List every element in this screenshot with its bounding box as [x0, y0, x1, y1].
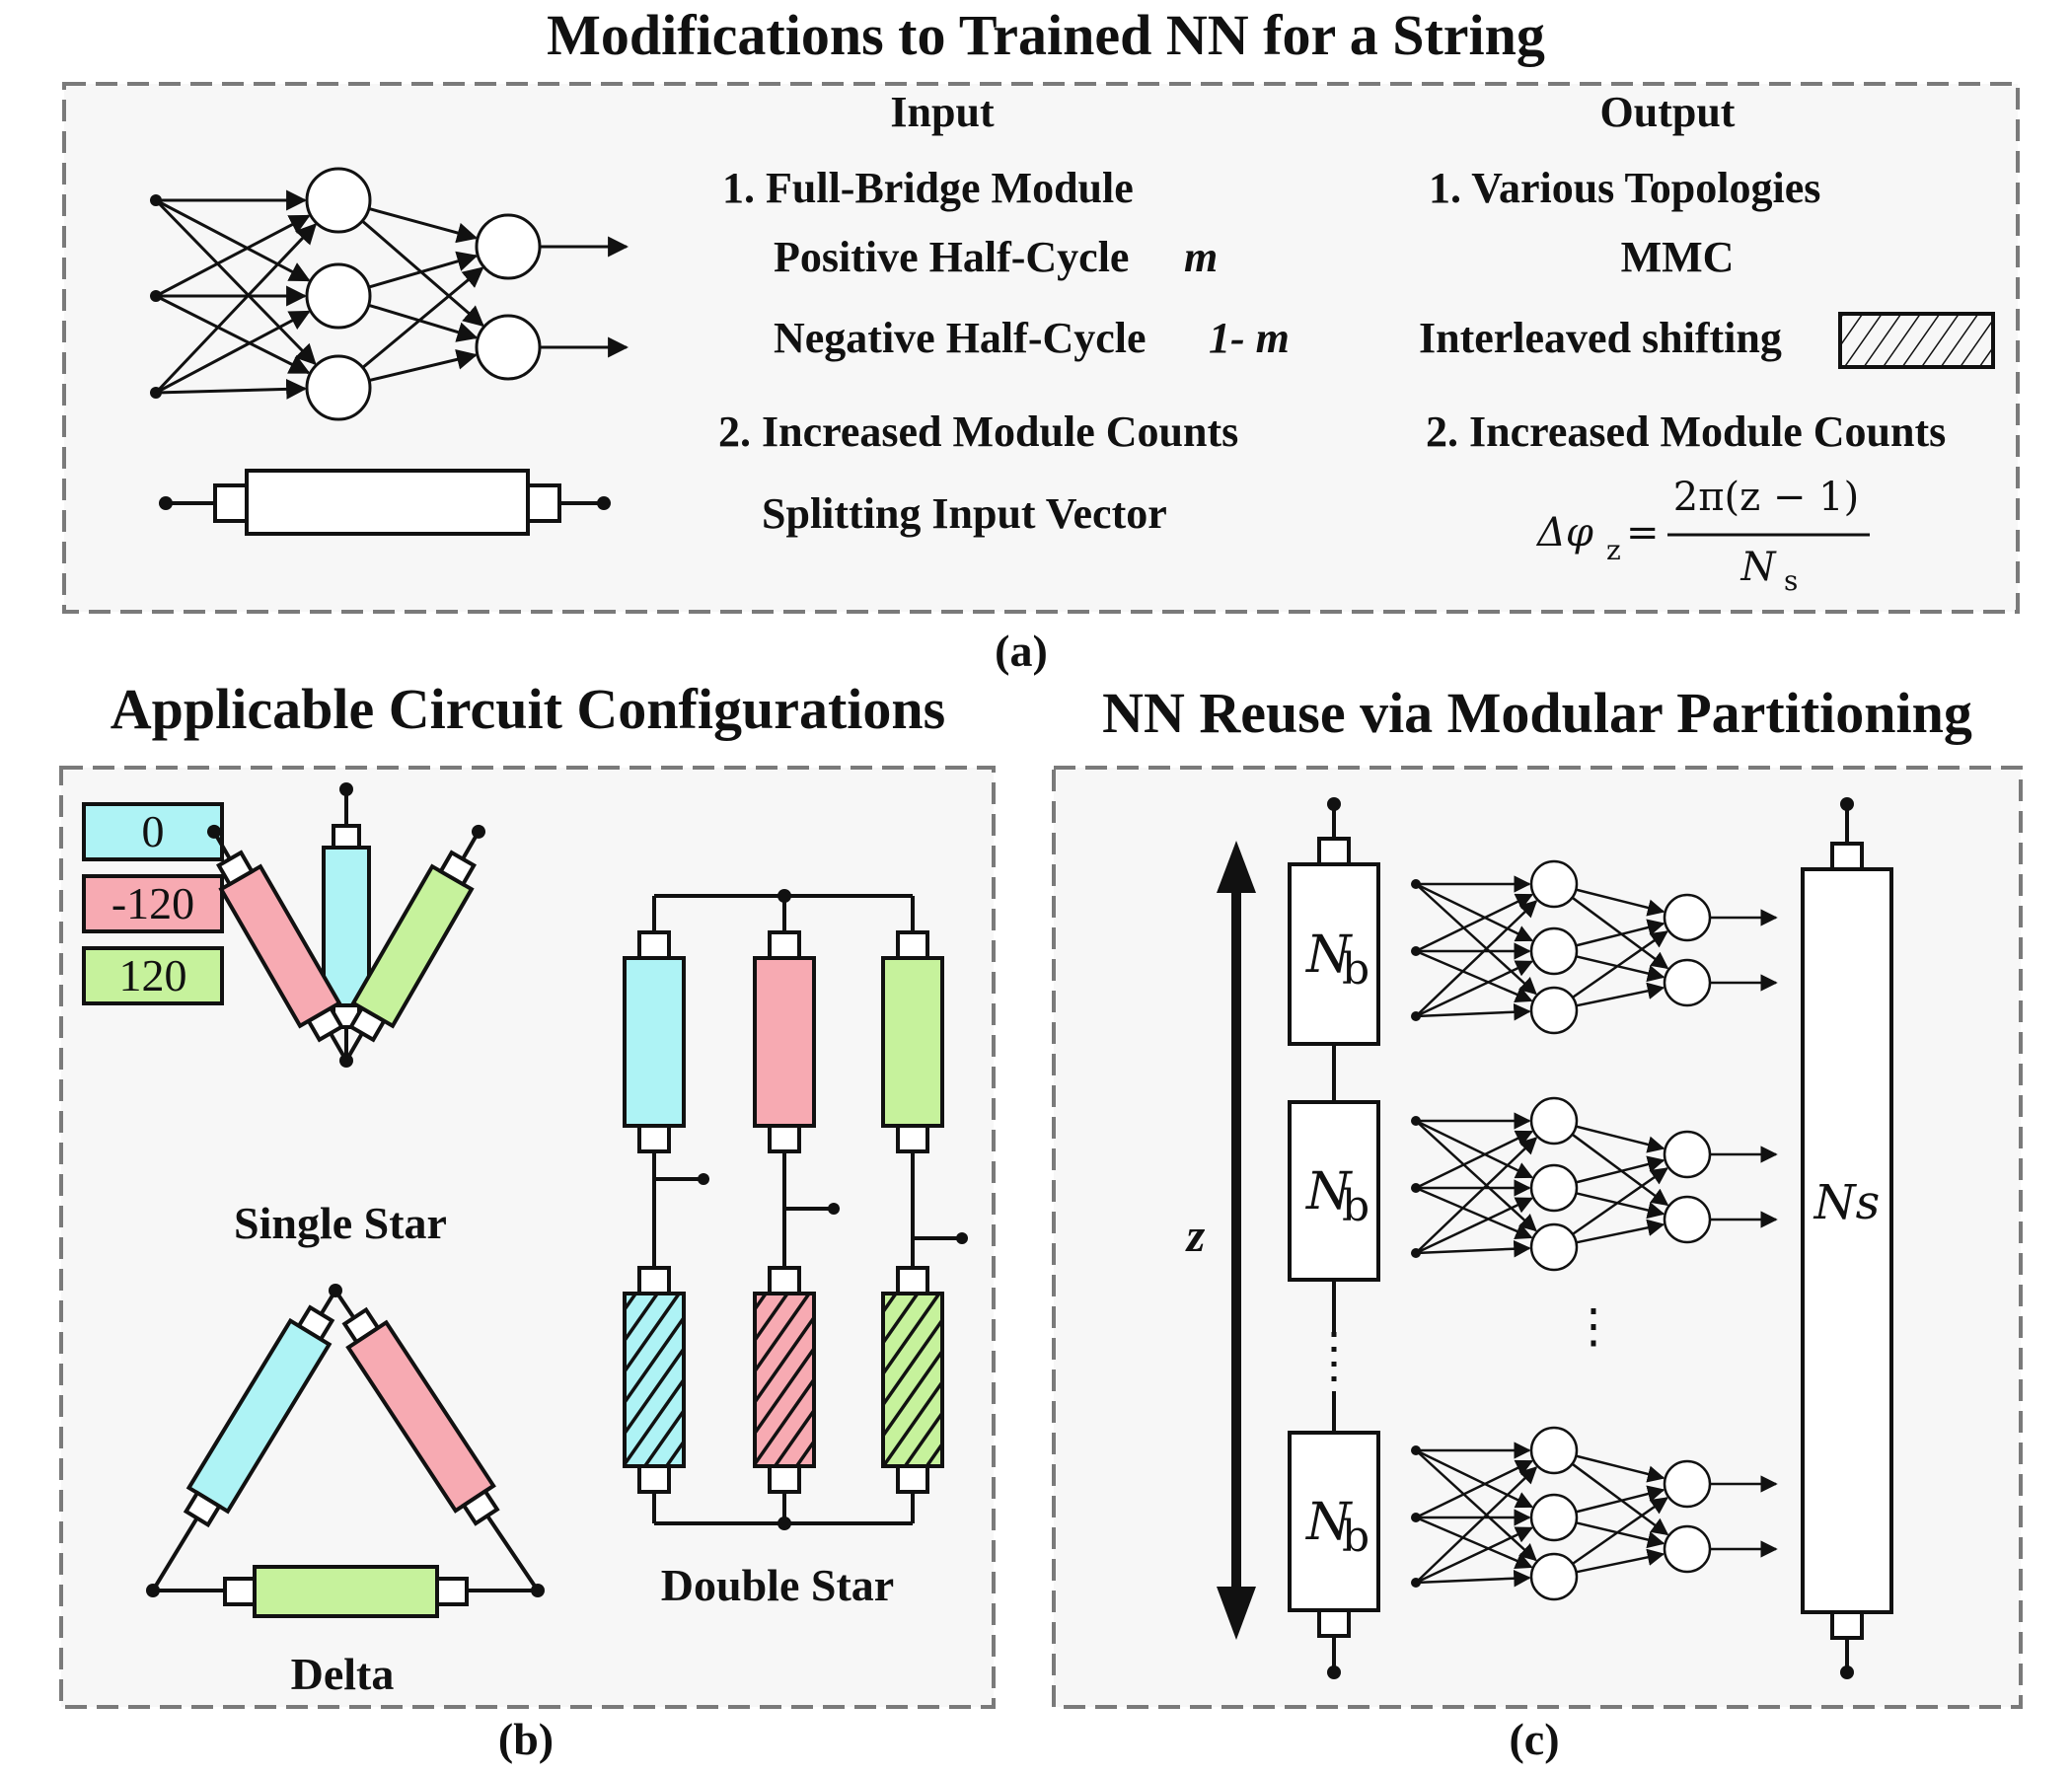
legend-swatch-2 [82, 946, 224, 1005]
input-item-full-bridge: 1. Full-Bridge Module [722, 164, 1134, 212]
formula-denominator: N [1740, 545, 1778, 590]
formula-eq: = [1626, 510, 1660, 555]
negative-half-cycle-symbol: 1- m [1209, 314, 1290, 362]
nb-label-2: N [1304, 1493, 1353, 1552]
ns-module [1801, 797, 1893, 1679]
nb-sub-0: b [1342, 944, 1369, 995]
legend-label-0: 0 [142, 806, 165, 856]
hatched-module-icon [1838, 312, 1995, 369]
formula-numerator: 2π(z − 1) [1673, 475, 1859, 520]
formula-denominator-sub: s [1784, 564, 1798, 597]
neural-network-icons-c [1411, 859, 1778, 1601]
legend-swatch-0 [82, 802, 224, 861]
panel-a-caption: (a) [995, 626, 1048, 676]
panel-b-caption: (b) [498, 1714, 554, 1764]
double-star-leg-1 [753, 896, 840, 1523]
panel-c-caption: (c) [1509, 1714, 1559, 1764]
formula-lhs-sub: z [1606, 534, 1621, 566]
ns-label: Ns [1813, 1175, 1881, 1230]
splitting-input-vector-label: Splitting Input Vector [762, 489, 1167, 538]
interleaved-shifting-label: Interleaved shifting [1419, 314, 1782, 362]
ellipsis-nn: ⋮ [1570, 1300, 1617, 1353]
nn-icon-1 [1411, 1096, 1778, 1272]
nb-label-0: N [1304, 925, 1353, 985]
panel-c-title: NN Reuse via Modular Partitioning [1102, 681, 1972, 745]
negative-half-cycle-label: Negative Half-Cycle [774, 314, 1147, 362]
single-star-label: Single Star [234, 1198, 447, 1248]
legend-swatch-1 [82, 874, 224, 933]
output-item-various-topologies: 1. Various Topologies [1429, 164, 1820, 212]
mmc-label: MMC [1621, 233, 1735, 281]
input-header: Input [890, 88, 995, 136]
double-star-label: Double Star [661, 1560, 894, 1610]
delta-diagram [146, 1284, 545, 1618]
panel-a-title: Modifications to Trained NN for a String [547, 3, 1545, 67]
panel-b-title: Applicable Circuit Configurations [111, 677, 945, 741]
double-star-leg-2 [881, 896, 968, 1523]
delta-arm-120 [253, 1565, 439, 1618]
single-star-diagram [207, 782, 485, 1068]
positive-half-cycle-label: Positive Half-Cycle [774, 233, 1129, 281]
formula-lhs: Δφ [1535, 510, 1593, 555]
positive-half-cycle-symbol: m [1184, 233, 1218, 281]
input-item-increased-modules: 2. Increased Module Counts [718, 407, 1238, 456]
single-star-arm-0 [322, 846, 371, 1007]
phase-shift-formula: Δφ z = 2π(z − 1) N s [1535, 475, 1870, 597]
nn-icon-0 [1411, 859, 1778, 1035]
string-module-icon [159, 469, 611, 536]
output-item-increased-modules: 2. Increased Module Counts [1426, 407, 1946, 456]
z-label: z [1185, 1210, 1206, 1262]
nb-sub-2: b [1342, 1512, 1369, 1562]
legend-label-2: 120 [119, 950, 187, 1000]
delta-label: Delta [291, 1649, 395, 1699]
double-star-leg-0 [623, 896, 709, 1523]
nn-icon-2 [1411, 1426, 1778, 1601]
legend-label-1: -120 [111, 878, 194, 928]
nb-sub-1: b [1342, 1181, 1369, 1231]
neural-network-icon [150, 167, 629, 421]
output-header: Output [1600, 88, 1736, 136]
phase-legend: 0 -120 120 [82, 802, 224, 1005]
z-double-arrow [1217, 841, 1256, 1640]
nb-label-1: N [1304, 1162, 1353, 1221]
double-star-diagram [623, 889, 968, 1530]
